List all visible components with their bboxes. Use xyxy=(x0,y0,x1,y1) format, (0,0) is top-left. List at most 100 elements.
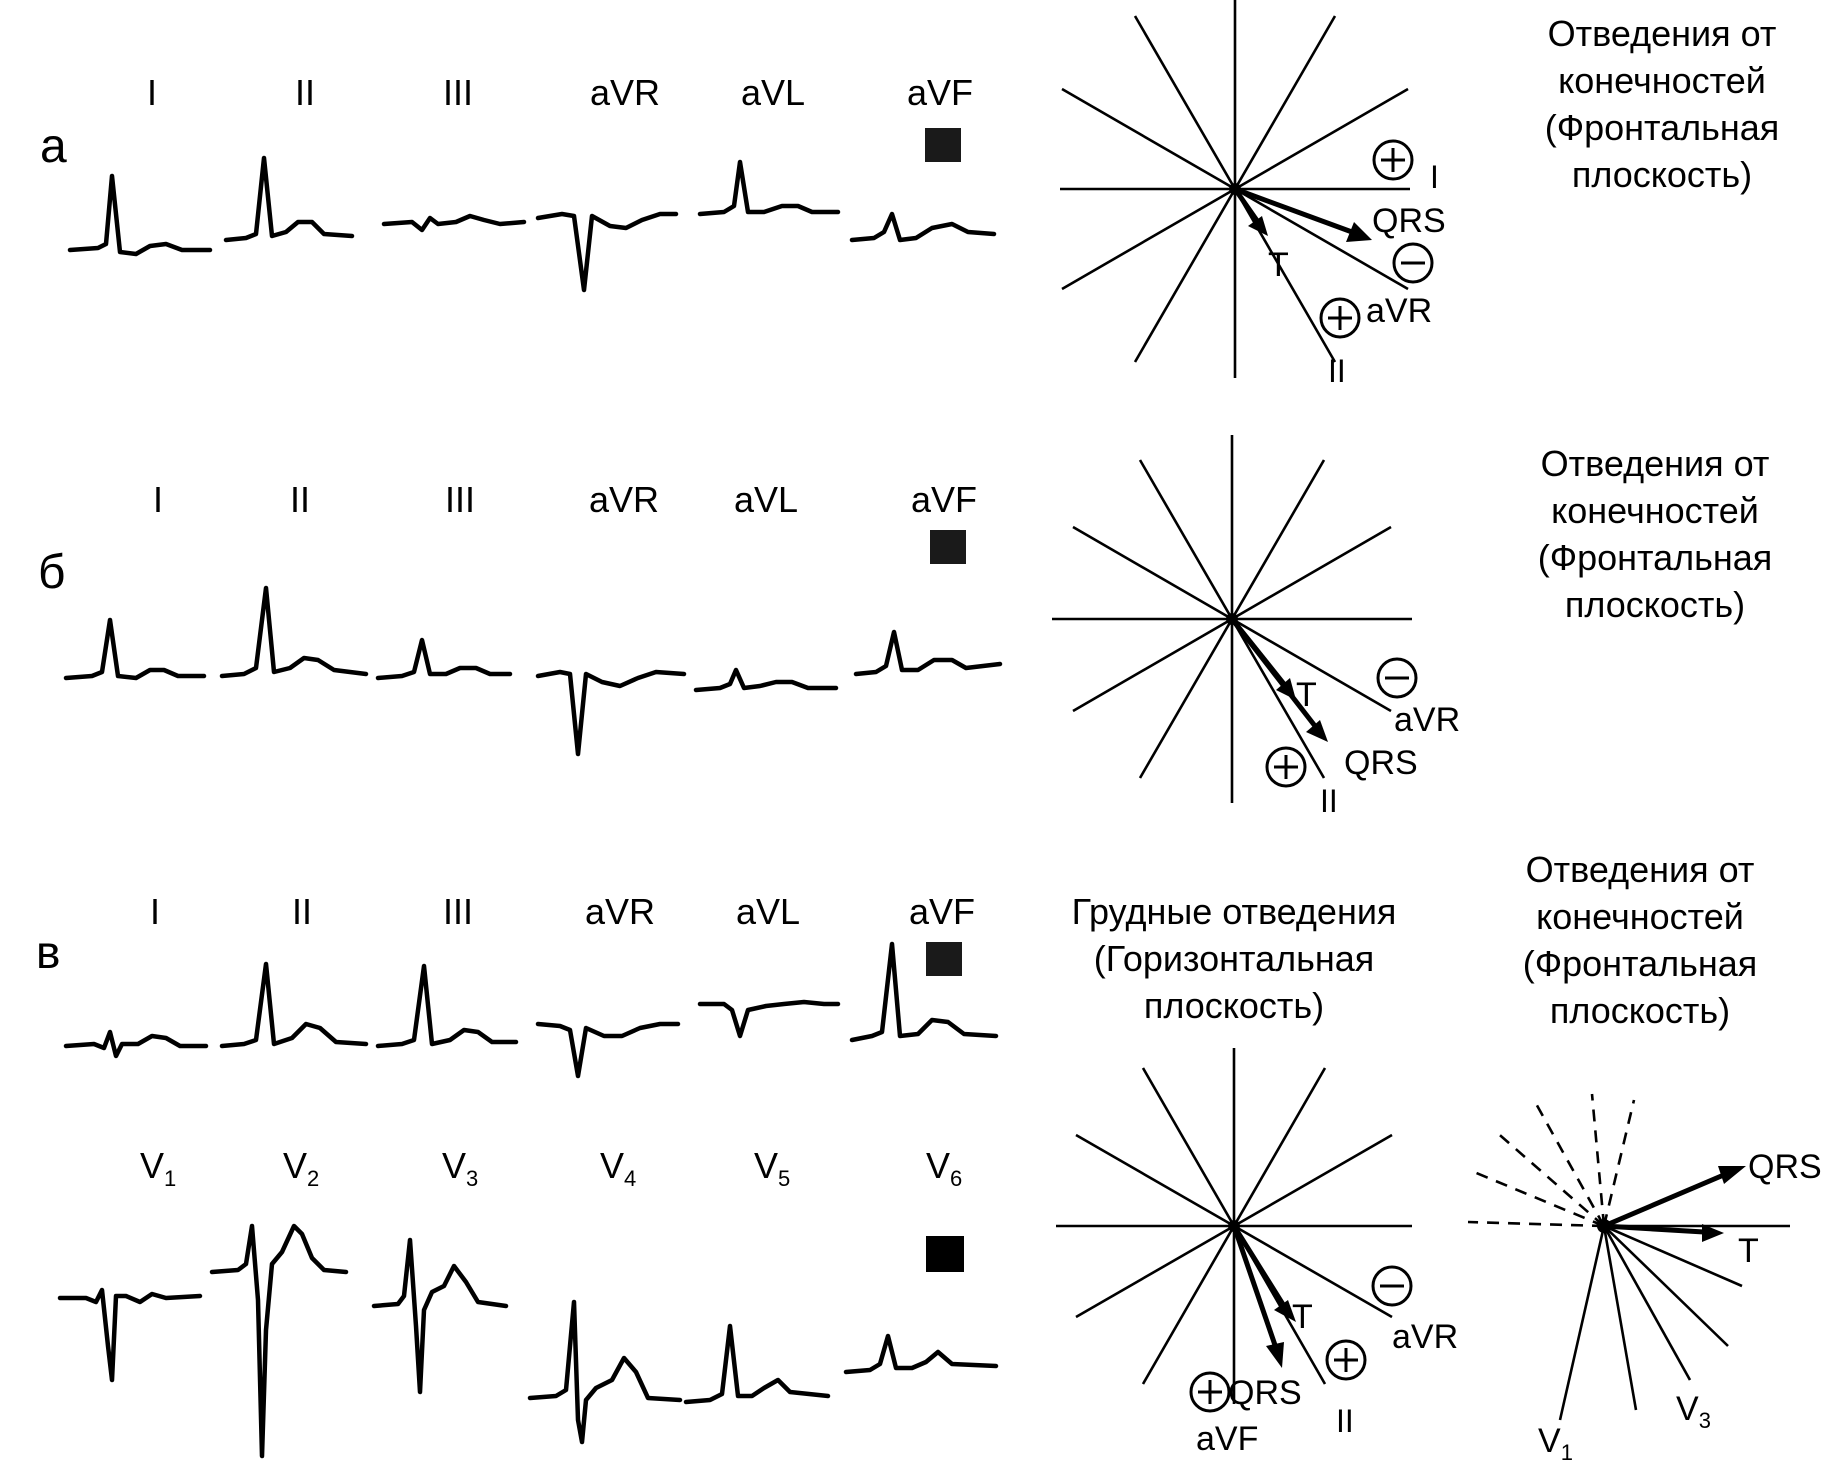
panel-c-lead-label-avf: aVF xyxy=(909,891,975,932)
trace-a-avf xyxy=(849,211,997,243)
panel-b-lead-labels: I II III aVR aVL aVF xyxy=(153,479,977,520)
panel-b-lead-label-ii: II xyxy=(290,479,310,520)
panel-c-right-title-line-1: Отведения от xyxy=(1526,849,1755,890)
panel-a-lead-labels: I II III aVR aVL aVF xyxy=(147,72,973,113)
chest-lead-label-v2: V2 xyxy=(283,1145,319,1191)
panel-a-axis-label-avr: aVR xyxy=(1366,292,1432,330)
panel-a-title-line-4: плоскость) xyxy=(1572,154,1752,195)
panel-c-axis-label-avr: aVR xyxy=(1392,1318,1458,1356)
panel-c-right-title-line-4: плоскость) xyxy=(1550,990,1730,1031)
panel-b-traces xyxy=(63,585,1003,757)
panel-b-axis-label-qrs: QRS xyxy=(1344,744,1418,782)
panel-a-axis-label-t: T xyxy=(1268,246,1289,284)
panel-c-axis-label-t: T xyxy=(1292,1298,1313,1336)
panel-b-lead-label-avf: aVF xyxy=(911,479,977,520)
trace-c-i xyxy=(63,1029,209,1059)
panel-a-marker-square xyxy=(925,128,961,162)
panel-c-right-title-line-3: (Фронтальная xyxy=(1523,943,1758,984)
chest-lead-label-v6: V6 xyxy=(926,1145,962,1191)
panel-c-lead-label-ii: II xyxy=(292,891,312,932)
trace-b-avl xyxy=(693,667,839,693)
chest-axis-label-qrs: QRS xyxy=(1748,1148,1822,1186)
trace-c-avr xyxy=(535,1021,681,1079)
panel-b: б I II III aVR aVL aVF xyxy=(38,435,1772,819)
trace-b-iii xyxy=(375,637,513,681)
panel-c-axis-label-qrs: QRS xyxy=(1228,1374,1302,1412)
panel-a-title: Отведения от конечностей (Фронтальная пл… xyxy=(1545,13,1780,195)
panel-c-left-title: Грудные отведения (Горизонтальная плоско… xyxy=(1072,891,1397,1026)
panel-c-chest-axis-diagram: QRS T V1 V3 xyxy=(1467,1093,1822,1462)
trace-b-i xyxy=(63,617,207,681)
panel-b-marker-square xyxy=(930,530,966,564)
panel-b-lead-label-iii: III xyxy=(445,479,475,520)
panel-a-lead-label-iii: III xyxy=(443,72,473,113)
panel-a-lead-label-avl: aVL xyxy=(741,72,805,113)
panel-c-limb-traces xyxy=(63,941,999,1079)
trace-a-avl xyxy=(697,159,841,217)
panel-c-left-title-line-1: Грудные отведения xyxy=(1072,891,1397,932)
trace-c-avf xyxy=(849,941,999,1043)
trace-c-v6 xyxy=(843,1333,999,1375)
panel-c-left-title-line-2: (Горизонтальная xyxy=(1094,938,1375,979)
panel-a-letter: а xyxy=(40,120,67,173)
trace-c-v1 xyxy=(57,1287,203,1383)
panel-b-axis-label-avr: aVR xyxy=(1394,701,1460,739)
panel-a-title-line-3: (Фронтальная xyxy=(1545,107,1780,148)
panel-b-title-line-4: плоскость) xyxy=(1565,584,1745,625)
trace-b-avf xyxy=(853,629,1003,677)
panel-a-axis-label-ii: II xyxy=(1328,353,1346,389)
panel-c-chest-traces xyxy=(57,1223,999,1459)
panel-c-lead-label-avl: aVL xyxy=(736,891,800,932)
panel-c-marker-square-chest xyxy=(926,1236,964,1272)
panel-a-axis-diagram: I QRS T aVR II xyxy=(1060,0,1446,389)
panel-c: в I II III aVR aVL aVF V1 V2 V3 V4 V5 V6 xyxy=(36,849,1822,1462)
trace-c-v4 xyxy=(527,1299,683,1445)
trace-b-avr xyxy=(535,669,687,757)
panel-c-lead-label-avr: aVR xyxy=(585,891,655,932)
panel-a-title-line-2: конечностей xyxy=(1558,60,1766,101)
panel-a-axis-label-qrs: QRS xyxy=(1372,202,1446,240)
panel-a-lead-label-ii: II xyxy=(295,72,315,113)
panel-c-letter: в xyxy=(36,926,60,978)
panel-a: а I II III aVR aVL aVF xyxy=(40,0,1779,389)
chest-lead-label-v1: V1 xyxy=(140,1145,176,1191)
trace-c-avl xyxy=(697,999,841,1039)
trace-a-ii xyxy=(223,155,355,243)
trace-c-iii xyxy=(375,963,519,1049)
chest-axis-label-v3: V3 xyxy=(1676,1390,1711,1433)
trace-c-v3 xyxy=(371,1237,509,1395)
panel-a-title-line-1: Отведения от xyxy=(1548,13,1777,54)
panel-c-chest-lead-labels: V1 V2 V3 V4 V5 V6 xyxy=(140,1145,962,1191)
panel-c-axis-label-avf: aVF xyxy=(1196,1420,1258,1458)
panel-b-title-line-1: Отведения от xyxy=(1541,443,1770,484)
chest-axis-label-t: T xyxy=(1738,1232,1759,1270)
panel-b-letter: б xyxy=(38,546,66,599)
trace-c-v2 xyxy=(209,1223,349,1459)
panel-c-lead-label-iii: III xyxy=(443,891,473,932)
chest-lead-label-v5: V5 xyxy=(754,1145,790,1191)
panel-a-lead-label-i: I xyxy=(147,72,157,113)
trace-c-ii xyxy=(219,961,369,1049)
panel-b-title: Отведения от конечностей (Фронтальная пл… xyxy=(1538,443,1773,625)
trace-a-i xyxy=(67,173,213,257)
panel-a-lead-label-avf: aVF xyxy=(907,72,973,113)
panel-b-axis-diagram: T aVR QRS II xyxy=(1052,435,1460,819)
panel-b-axis-label-t: T xyxy=(1296,676,1317,714)
trace-a-avr xyxy=(535,211,679,293)
trace-b-ii xyxy=(219,585,369,679)
panel-c-right-title: Отведения от конечностей (Фронтальная пл… xyxy=(1523,849,1758,1031)
panel-b-axis-label-ii: II xyxy=(1320,783,1338,819)
panel-b-lead-label-avr: aVR xyxy=(589,479,659,520)
trace-c-v5 xyxy=(683,1323,831,1405)
panel-c-lead-label-i: I xyxy=(150,891,160,932)
panel-c-axis-label-ii: II xyxy=(1336,1403,1354,1439)
chest-lead-label-v4: V4 xyxy=(600,1145,636,1191)
panel-a-lead-label-avr: aVR xyxy=(590,72,660,113)
panel-b-title-line-2: конечностей xyxy=(1551,490,1759,531)
panel-a-axis-label-i: I xyxy=(1430,159,1439,195)
panel-b-title-line-3: (Фронтальная xyxy=(1538,537,1773,578)
panel-c-lead-labels: I II III aVR aVL aVF xyxy=(150,891,975,932)
trace-a-iii xyxy=(381,213,527,233)
panel-a-traces xyxy=(67,155,997,293)
